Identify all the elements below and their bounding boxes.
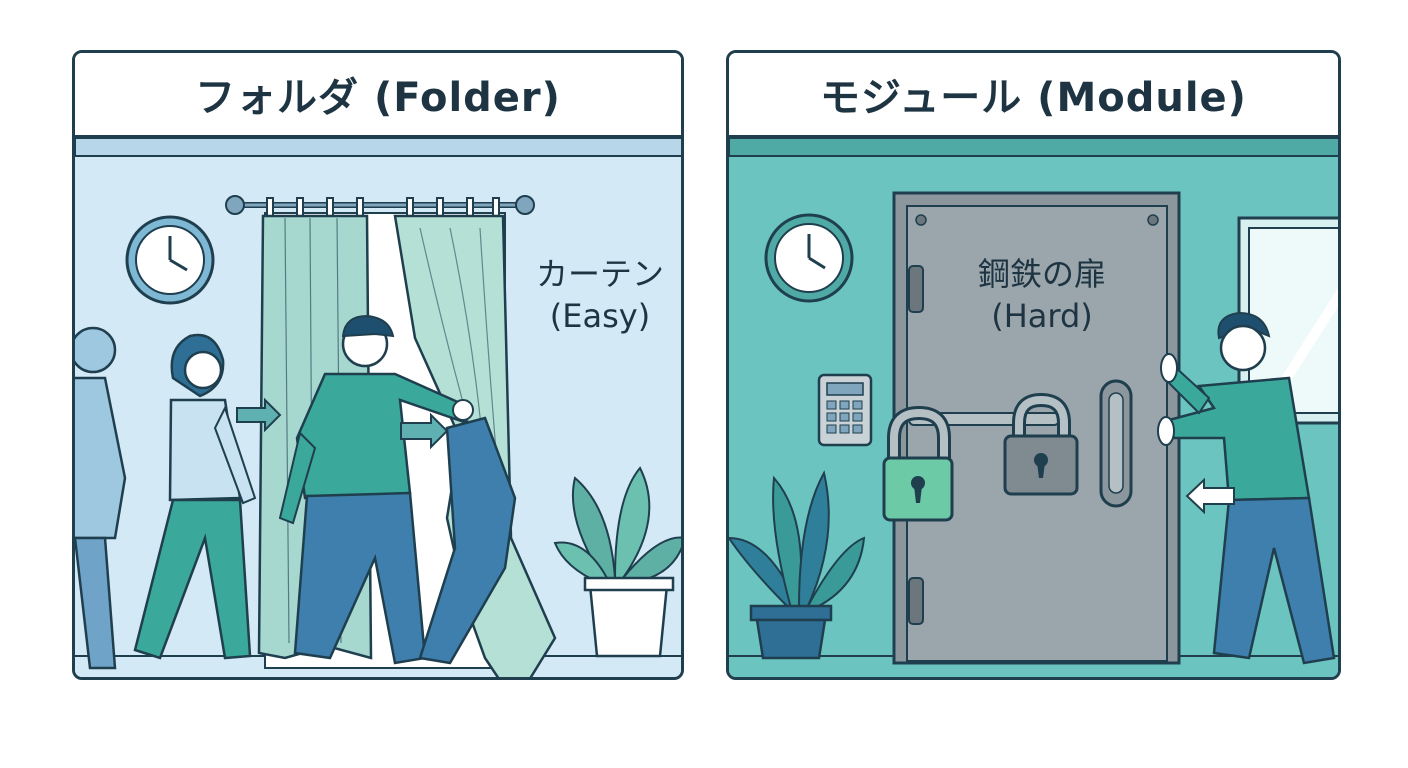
person-pushing-door (1157, 311, 1336, 665)
arrow-right-icon (236, 397, 282, 433)
potted-plant (729, 470, 866, 660)
curtain-label-line1: カーテン (535, 255, 664, 293)
potted-plant (553, 466, 681, 658)
person-woman (133, 333, 257, 660)
curtain-rod (225, 195, 535, 219)
arrow-right-icon-2 (400, 412, 449, 450)
folder-illustration (75, 138, 681, 677)
door-label-line2: (Hard) (991, 297, 1093, 335)
keypad-icon (817, 373, 873, 447)
person-far-left (75, 326, 127, 670)
folder-title: フォルダ (Folder) (195, 75, 561, 121)
clock-icon (764, 213, 854, 303)
person-walking-through (278, 314, 474, 665)
door-label: 鋼鉄の扉 (Hard) (947, 253, 1137, 337)
curtain-label-line2: (Easy) (549, 297, 651, 335)
arrow-left-icon (1185, 477, 1235, 515)
module-panel: モジュール (Module) (726, 50, 1341, 680)
folder-header: フォルダ (Folder) (75, 53, 681, 138)
module-scene: 鋼鉄の扉 (Hard) (729, 138, 1338, 677)
module-header: モジュール (Module) (729, 53, 1338, 138)
folder-panel: フォルダ (Folder) (72, 50, 684, 680)
clock-icon (125, 215, 215, 305)
person-behind-curtain (418, 416, 517, 665)
module-title: モジュール (Module) (820, 75, 1247, 121)
module-illustration (729, 138, 1338, 677)
padlock-icon-2 (1003, 392, 1079, 496)
door-label-line1: 鋼鉄の扉 (977, 255, 1106, 293)
padlock-icon (882, 405, 954, 522)
curtain-label: カーテン (Easy) (515, 253, 681, 337)
folder-scene: カーテン (Easy) (75, 138, 681, 677)
